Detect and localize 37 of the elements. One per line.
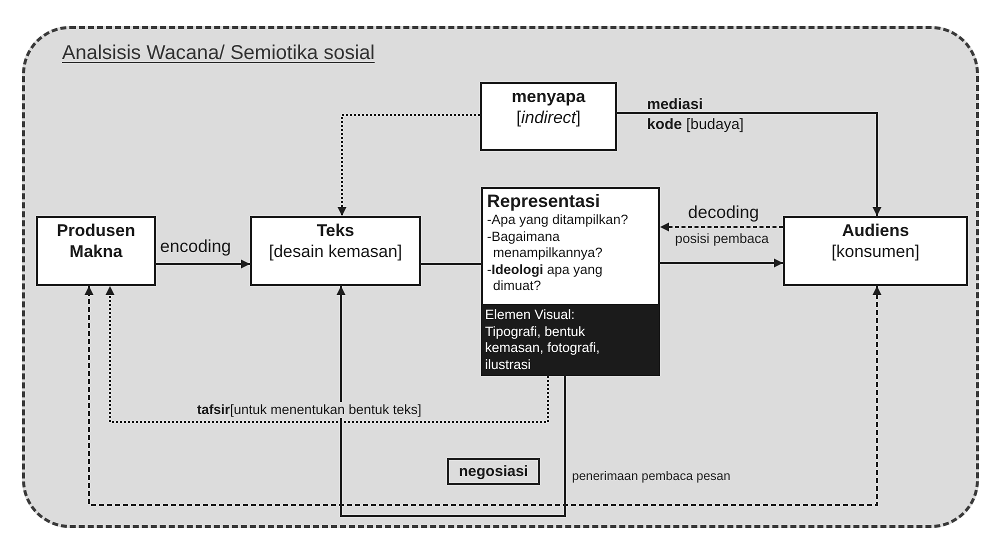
connector-line [421, 263, 481, 265]
arrow [336, 286, 566, 517]
edge-label: mediasi kode [budaya] [647, 95, 744, 135]
box-heading: Audiens [842, 220, 910, 241]
process-box [480, 82, 617, 151]
text-box [481, 187, 660, 304]
box-heading: menyapa [512, 86, 586, 107]
edge-label: decoding [688, 202, 760, 222]
box-heading: Representasi [487, 191, 600, 212]
list-item: -Apa yang ditampilkan? [487, 212, 628, 228]
tag-box [447, 458, 540, 485]
dashed-frame [22, 26, 979, 528]
edge-label: encoding [160, 236, 232, 256]
note-text: penerimaan pembaca pesan [572, 469, 730, 484]
box-heading: Produsen Makna [56, 220, 136, 262]
edge-label: tafsir[untuk menentukan bentuk teks] [195, 402, 424, 418]
arrow [660, 222, 783, 232]
note-text: posisi pembaca [675, 231, 769, 247]
frame-title: Analsisis Wacana/ Semiotika sosial [62, 42, 375, 65]
list-item: -Bagaimana menampilkannya? [487, 228, 604, 262]
arrow [156, 260, 250, 268]
filled-box [481, 304, 660, 376]
process-box [783, 216, 968, 286]
box-text: Elemen Visual: Tipografi, bentuk kemasan, fotografi, ilustrasi [485, 307, 601, 373]
box-text: [konsumen] [832, 241, 920, 262]
arrow [617, 112, 882, 216]
box-heading: Teks [316, 220, 354, 241]
arrow [338, 114, 480, 216]
box-text: [desain kemasan] [268, 241, 402, 262]
arrow [106, 286, 549, 423]
process-box [36, 216, 156, 286]
box-text: [indirect] [516, 107, 581, 128]
arrow [660, 258, 783, 268]
list-item: -Ideologi apa yang dimuat? [487, 262, 604, 294]
box-text: negosiasi [458, 462, 528, 480]
process-box [250, 216, 421, 286]
double-arrow [84, 286, 882, 506]
